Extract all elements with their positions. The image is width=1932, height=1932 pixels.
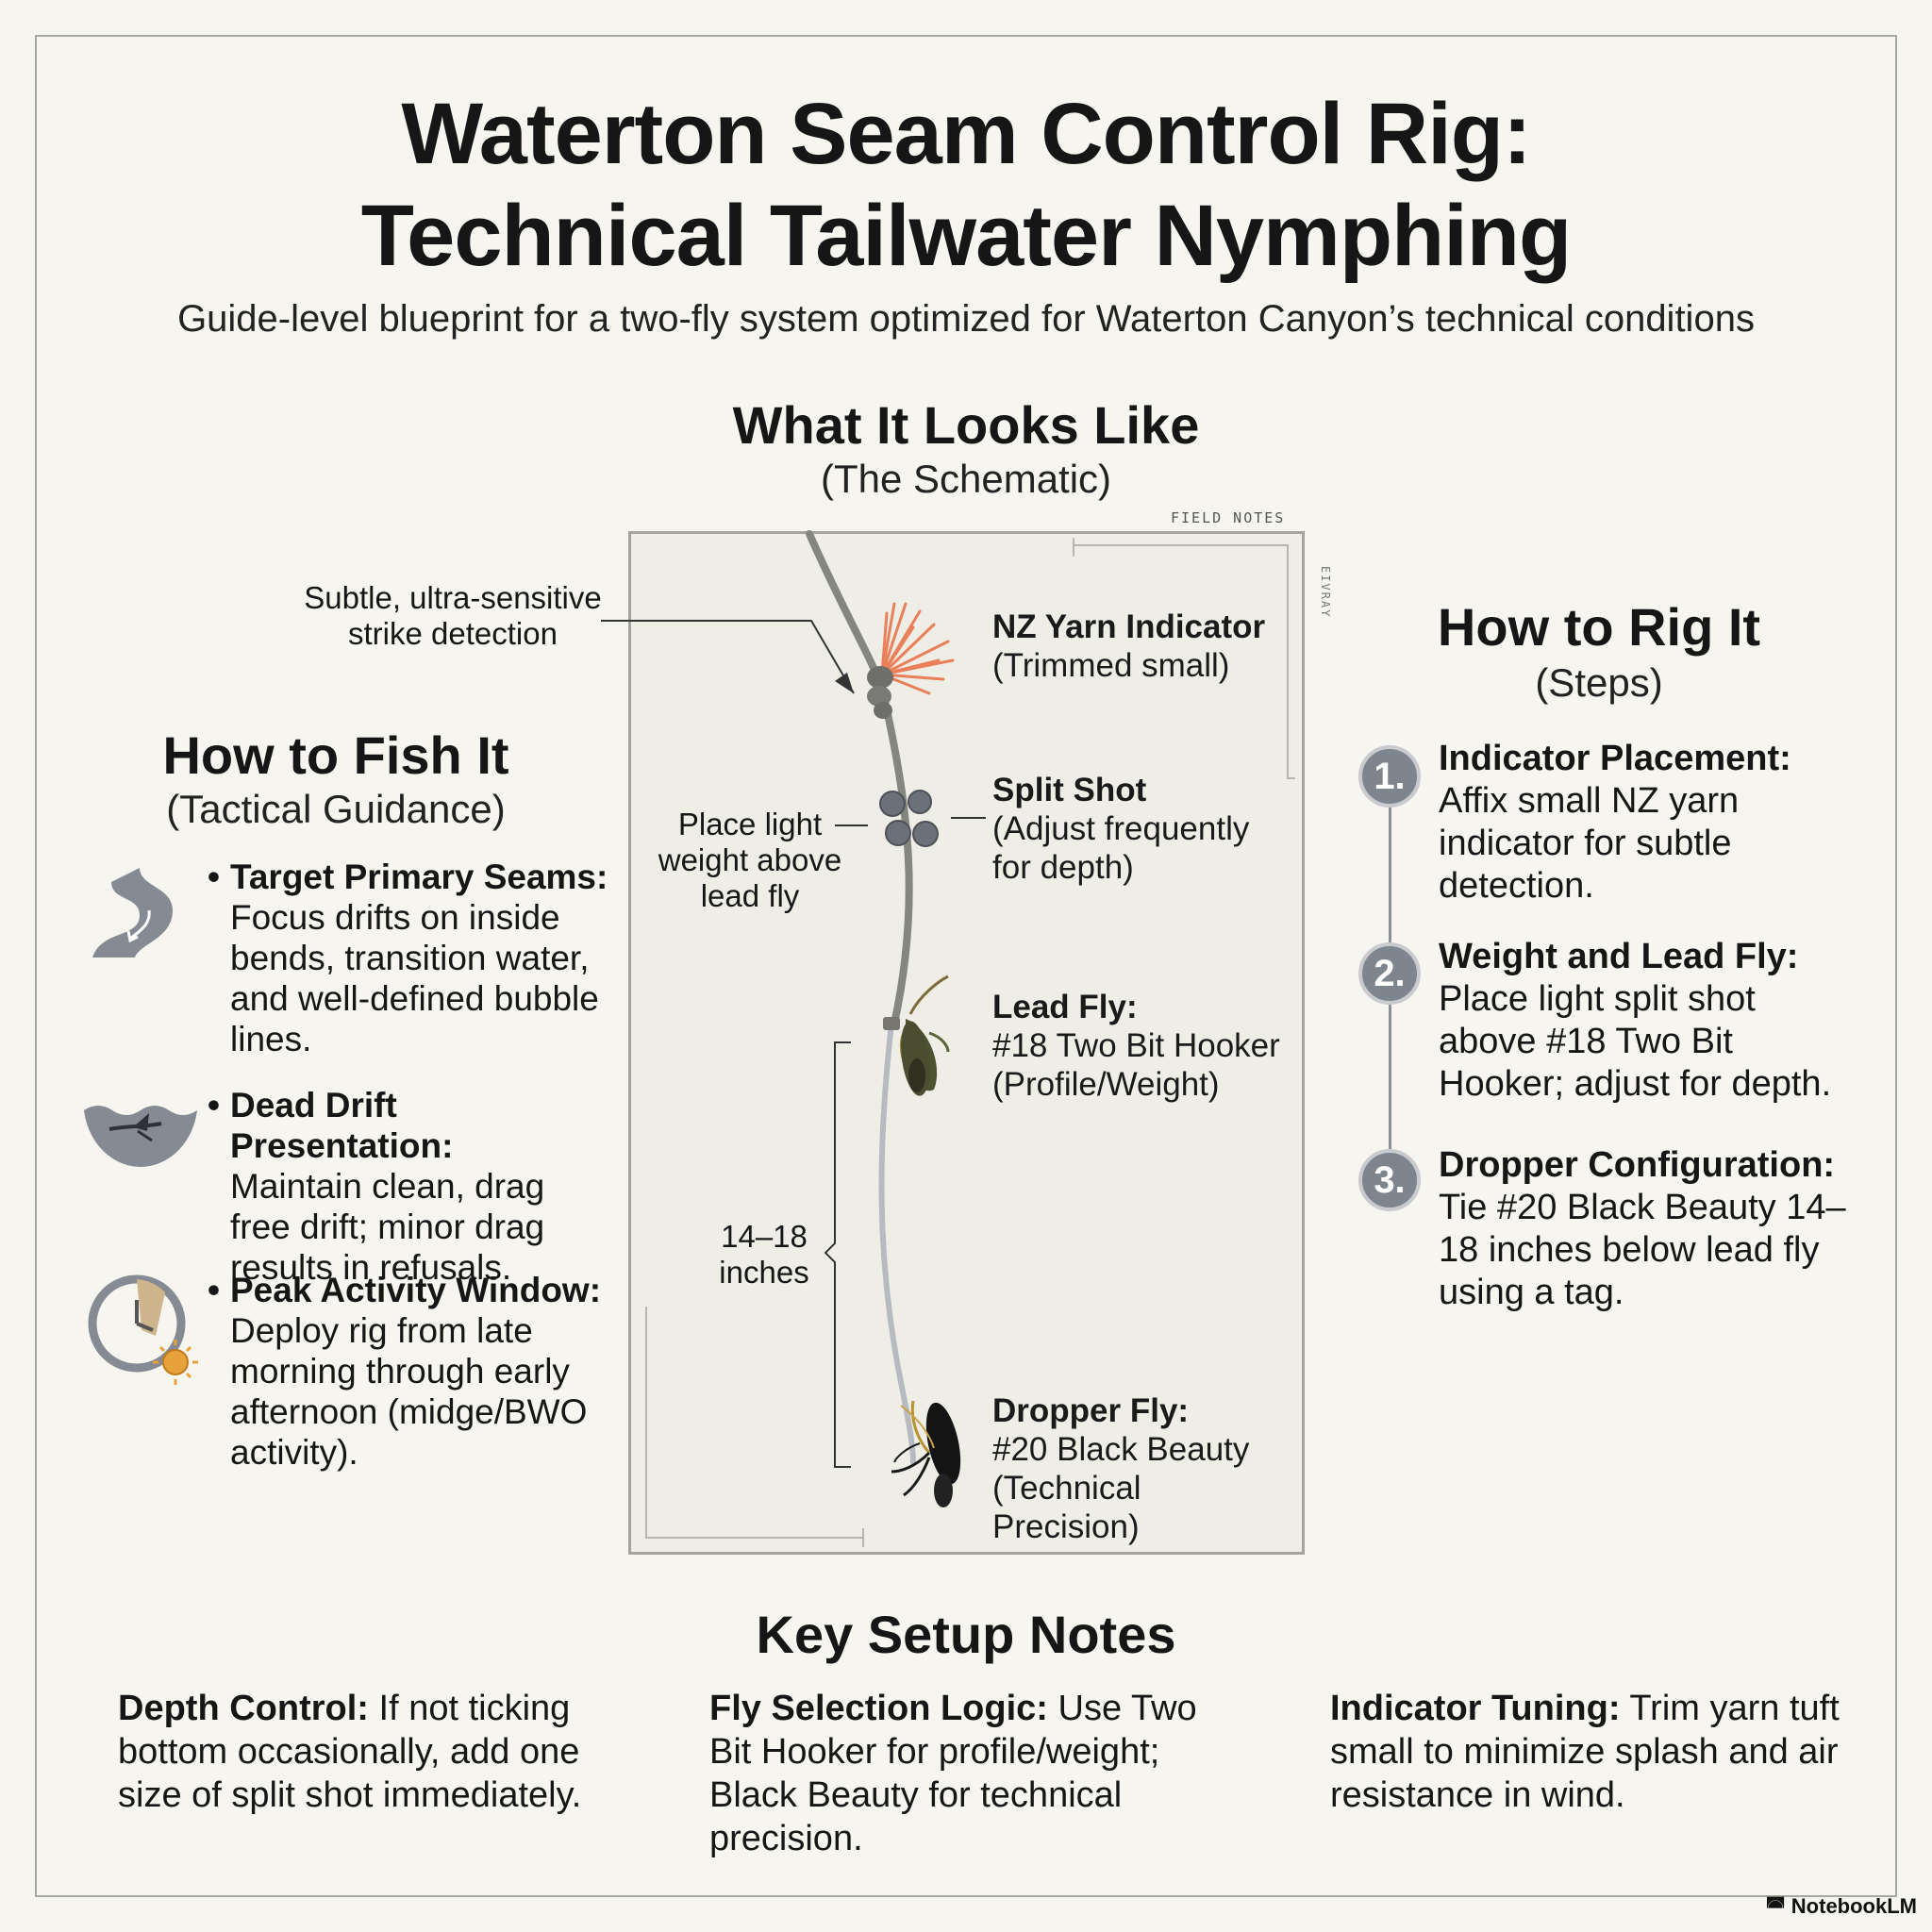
subtitle: Guide-level blueprint for a two-fly syst…	[177, 298, 1755, 340]
dropper-fly-label: Dropper Fly:#20 Black Beauty (Technical …	[992, 1392, 1250, 1545]
strike-note: Subtle, ultra-sensitive strike detection	[304, 580, 602, 651]
step-3: Dropper Configuration:Tie #20 Black Beau…	[1439, 1145, 1846, 1312]
key-note-indicator: Indicator Tuning: Trim yarn tuft small t…	[1330, 1689, 1840, 1815]
tippet-lower	[878, 1021, 916, 1465]
clock-sun-icon	[88, 1274, 198, 1385]
fish-item-peak-window: Peak Activity Window: Deploy rig from la…	[208, 1270, 609, 1473]
river-bend-icon	[92, 868, 173, 958]
length-bracket	[824, 1041, 851, 1468]
page-frame	[35, 35, 1897, 1897]
notebook-icon: ◚	[1765, 1894, 1791, 1918]
vertical-tag: EIVRAY	[1319, 566, 1332, 619]
brand-logo: ◚ NotebookLM	[1765, 1894, 1917, 1918]
schematic-subheading: (The Schematic)	[820, 457, 1112, 501]
schematic-heading: What It Looks Like	[732, 395, 1200, 455]
indicator-label: NZ Yarn Indicator(Trimmed small)	[992, 608, 1266, 684]
panel-corner-marks	[645, 538, 1295, 1547]
step-1-badge: 1.	[1358, 745, 1421, 808]
key-note-fly-selection: Fly Selection Logic: Use Two Bit Hooker …	[709, 1689, 1197, 1858]
step-2: Weight and Lead Fly:Place light split sh…	[1439, 937, 1832, 1104]
weight-note: Place light weight above lead fly	[658, 807, 842, 913]
key-note-depth: Depth Control: If not ticking bottom occ…	[118, 1689, 582, 1815]
step-2-badge: 2.	[1358, 942, 1421, 1005]
fish-it-subheading: (Tactical Guidance)	[166, 787, 506, 831]
lead-fly-label: Lead Fly:#18 Two Bit Hooker (Profile/Wei…	[992, 989, 1280, 1103]
fish-it-heading: How to Fish It	[162, 725, 509, 785]
field-notes-label: FIELD NOTES	[1171, 509, 1286, 526]
rig-it-subheading: (Steps)	[1535, 660, 1663, 705]
strike-note-leader	[601, 620, 855, 694]
fish-item-seams: Target Primary Seams: Focus drifts on in…	[208, 857, 609, 1059]
length-note: 14–18 inches	[719, 1219, 809, 1290]
leader-upper	[806, 530, 913, 1027]
schematic-panel	[628, 531, 1305, 1555]
drifting-fly-icon	[84, 1106, 197, 1167]
split-shot-label: Split Shot(Adjust frequently for depth)	[992, 772, 1250, 886]
title-line-1: Waterton Seam Control Rig:	[401, 86, 1531, 182]
dropper-fly-icon	[891, 1400, 961, 1507]
step-1: Indicator Placement:Affix small NZ yarn …	[1439, 739, 1791, 906]
strike-note-arrowhead	[835, 673, 854, 693]
lead-fly-icon	[883, 974, 950, 1096]
key-notes-heading: Key Setup Notes	[756, 1605, 1176, 1664]
title-line-2: Technical Tailwater Nymphing	[360, 188, 1572, 284]
rig-it-heading: How to Rig It	[1437, 597, 1761, 657]
step-3-badge: 3.	[1358, 1149, 1421, 1211]
yarn-indicator-icon	[867, 602, 955, 719]
fish-item-dead-drift: Dead Drift Presentation: Maintain clean,…	[208, 1085, 609, 1288]
split-shot-icon	[879, 790, 939, 847]
